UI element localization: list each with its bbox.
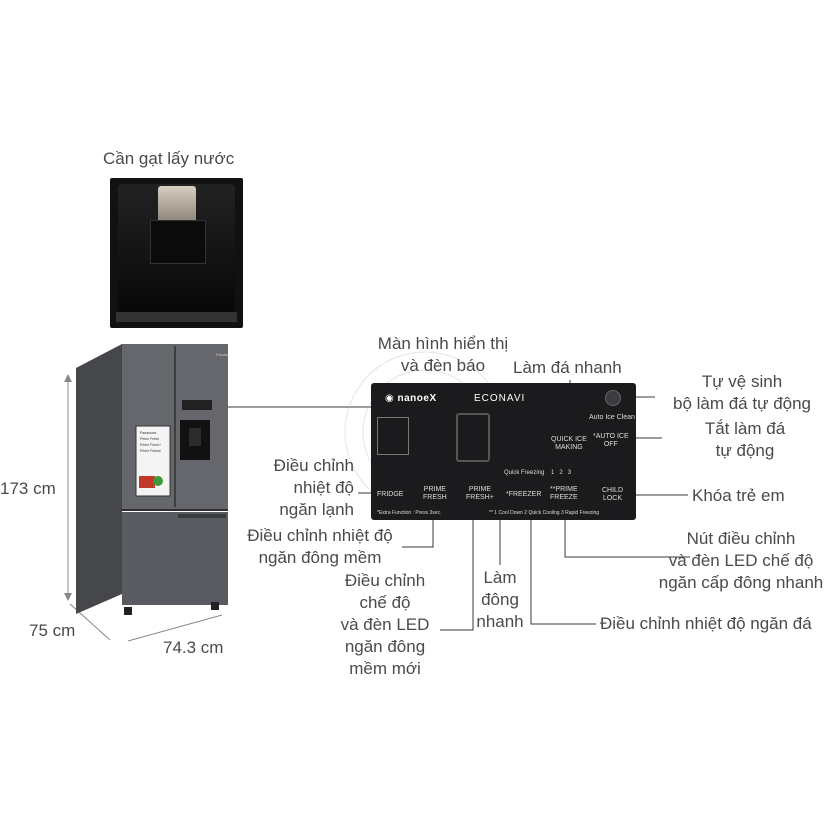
auto-ice-clean-button[interactable] xyxy=(605,390,621,406)
fridge-button[interactable]: FRIDGE xyxy=(377,491,404,498)
fridge-screen-item: Prime Freeze xyxy=(140,449,162,453)
prime-fresh-plus-button[interactable]: PRIME FRESH+ xyxy=(466,486,494,501)
width-label: 74.3 cm xyxy=(163,638,224,657)
width-dimension xyxy=(127,614,223,642)
refrigerator-image: Panasonic xyxy=(76,344,228,615)
extra-function-note: *Extra Function : Press 3sec. xyxy=(377,510,442,516)
fridge-screen-item: Prime Fresh+ xyxy=(140,443,162,447)
freezer-temp-label: Điều chỉnh nhiệt độ ngăn đá xyxy=(600,614,812,633)
water-dispenser-photo xyxy=(110,178,243,328)
quick-ice-label: Làm đá nhanh xyxy=(513,358,622,377)
freezer-temp-connector xyxy=(530,505,596,625)
control-panel: ◉ nanoeX ECONAVI Auto Ice Clean QUICK IC… xyxy=(371,383,636,520)
nanoe-icon: ◉ xyxy=(385,393,398,404)
econavi-logo: ECONAVI xyxy=(474,393,526,404)
auto-ice-off-button[interactable]: *AUTO ICE OFF xyxy=(593,433,629,448)
fridge-screen-item: Prime Fresh xyxy=(140,437,160,441)
water-lever xyxy=(158,186,196,222)
prime-freeze-connector xyxy=(564,505,690,558)
quick-freeze-label: Làm đông nhanh xyxy=(476,568,524,631)
prime-freeze-label: Nút điều chỉnh và đèn LED chế độ ngăn cấ… xyxy=(658,529,824,592)
freezer-button[interactable]: *FREEZER xyxy=(506,491,542,498)
fridge-screen: Panasonic Prime Fresh Prime Fresh+ Prime… xyxy=(140,430,170,454)
depth-label: 75 cm xyxy=(29,621,76,640)
self-clean-label: Tự vệ sinh bộ làm đá tự động xyxy=(672,372,812,413)
soft-freeze-mode-label: Điều chỉnh chế độ và đèn LED ngăn đông m… xyxy=(340,571,430,678)
soft-freeze-temp-label: Điều chỉnh nhiệt độ ngăn đông mềm xyxy=(247,526,393,567)
quick-ice-making-button[interactable]: QUICK ICE MAKING xyxy=(551,436,587,451)
auto-ice-off-label: Tắt làm đá tự động xyxy=(704,419,786,460)
prime-fresh-button[interactable]: PRIME FRESH xyxy=(423,486,447,501)
prime-freeze-button[interactable]: **PRIME FREEZE xyxy=(550,486,578,501)
child-lock-button[interactable]: CHILD LOCK xyxy=(602,487,624,502)
fridge-screen-item: Panasonic xyxy=(140,431,157,435)
temperature-digits xyxy=(456,413,490,462)
nanoe-logo: ◉ nanoeX xyxy=(385,393,437,404)
auto-ice-clean-text: Auto Ice Clean xyxy=(589,414,635,421)
height-label: 173 cm xyxy=(0,479,56,498)
lever-label: Cần gạt lấy nước xyxy=(103,149,235,168)
freeze-level-indicators: 1 2 3 xyxy=(551,470,572,476)
fridge-brand-logo: Panasonic xyxy=(216,352,228,357)
display-label: Màn hình hiển thị và đèn báo xyxy=(377,334,509,375)
display-screen xyxy=(377,417,409,455)
child-lock-label: Khóa trẻ em xyxy=(692,486,785,505)
quick-freezing-text: Quick Freezing xyxy=(504,470,545,476)
freeze-modes-note: ** 1 Cool Down 2 Quick Cooling 3 Rapid F… xyxy=(489,510,600,516)
fridge-temp-label: Điều chỉnh nhiệt độ ngăn lạnh xyxy=(273,456,354,519)
soft-freeze-mode-connector xyxy=(440,520,474,631)
